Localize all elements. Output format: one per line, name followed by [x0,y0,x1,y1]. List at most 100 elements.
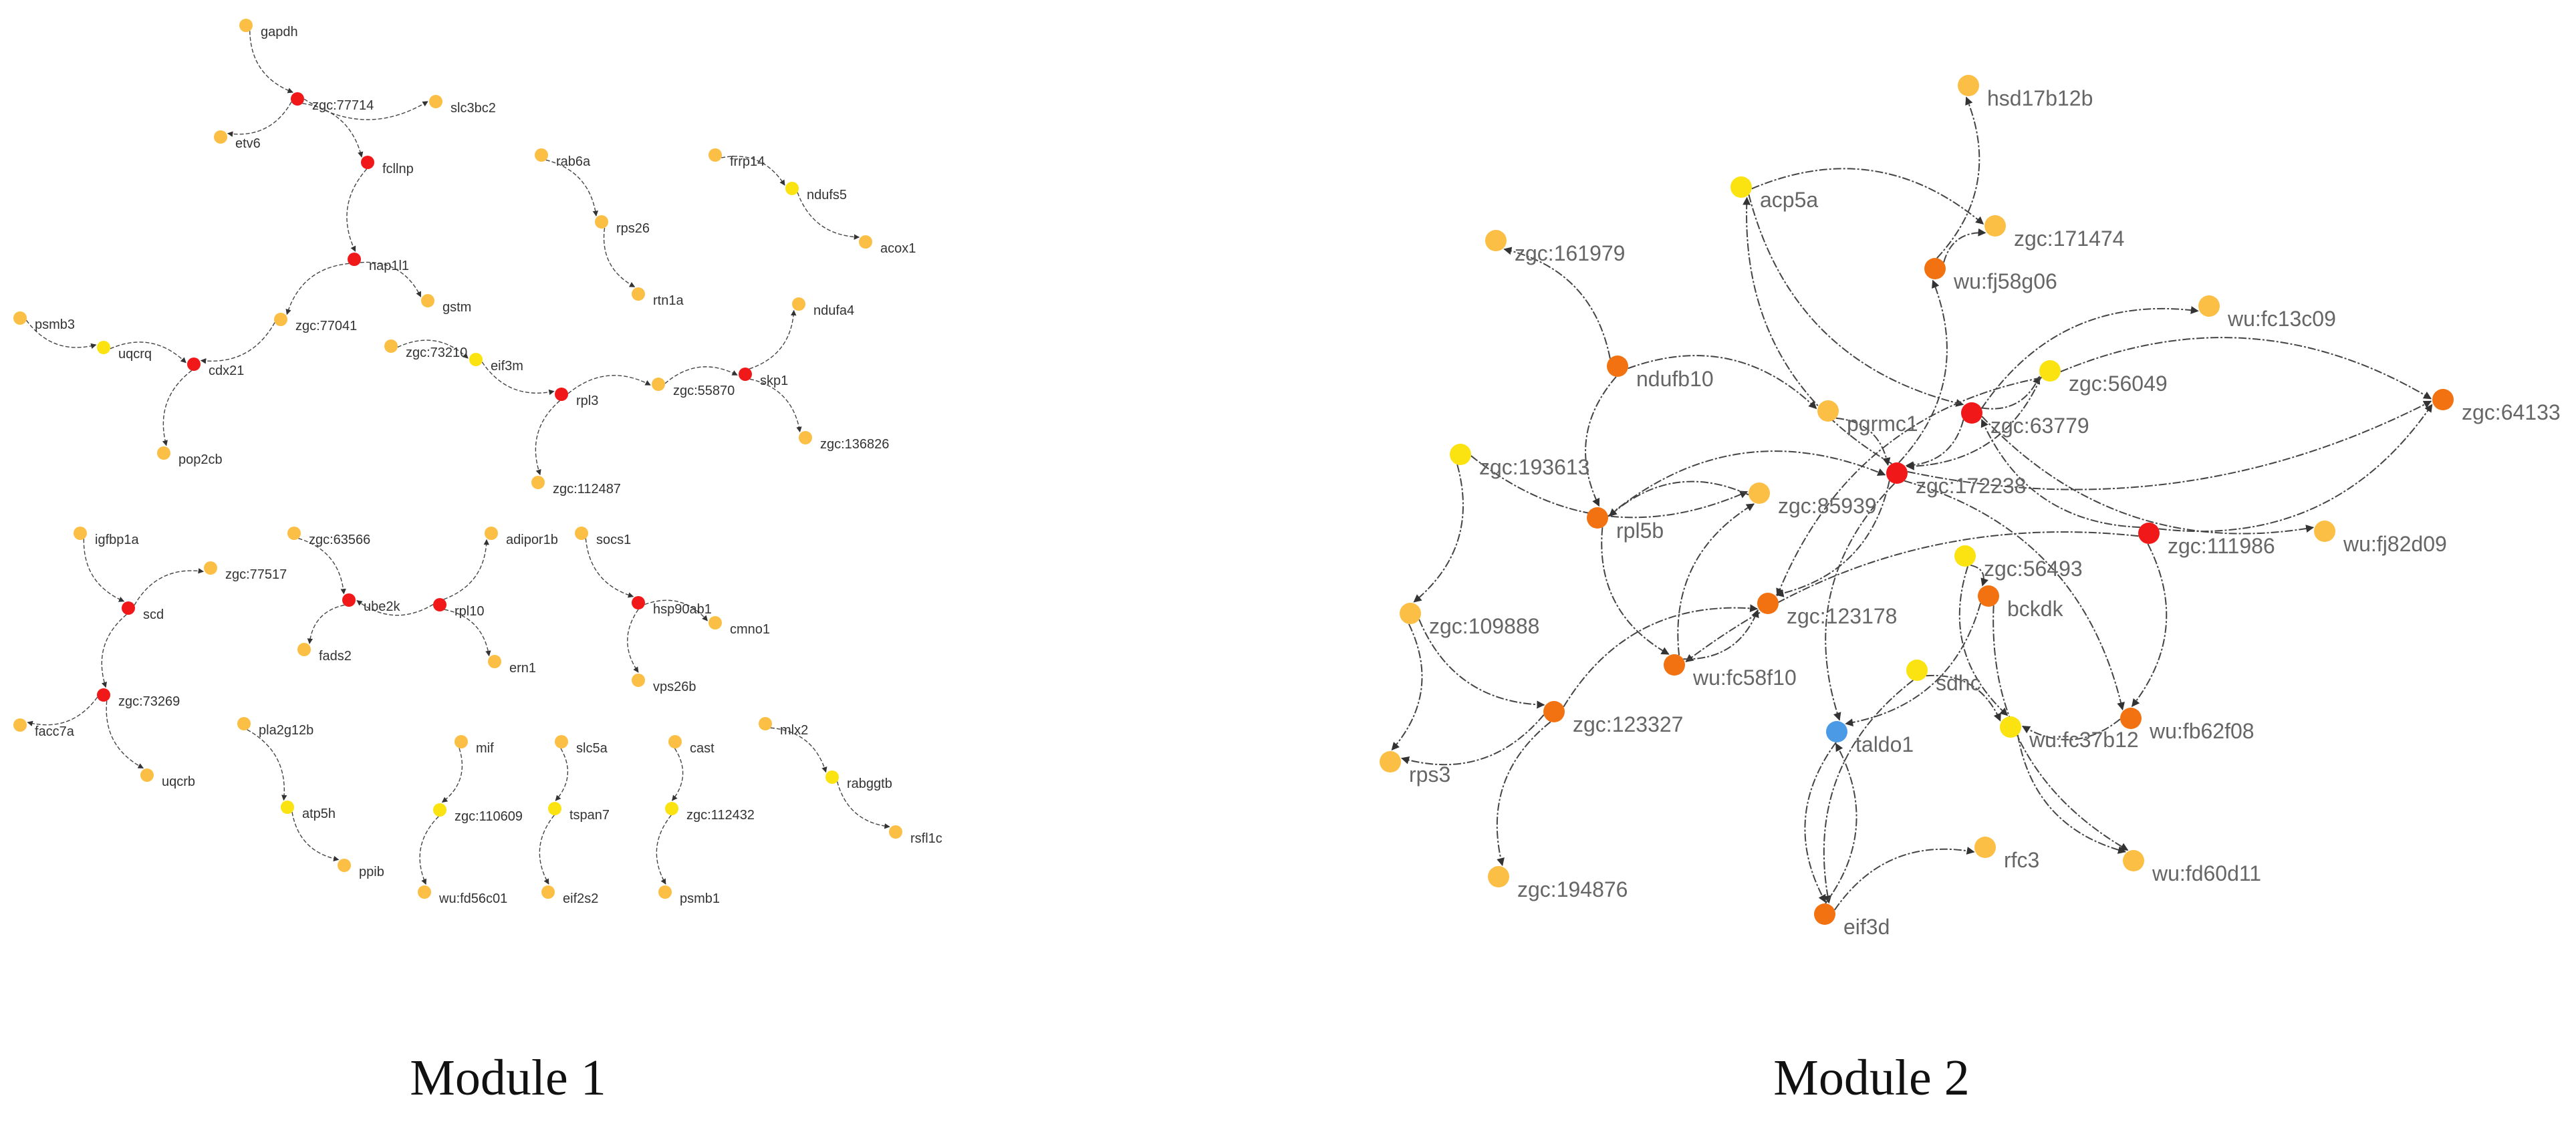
module2-node-pgrmc1[interactable]: pgrmc1 [1817,400,1918,436]
module2-node-zgc123327[interactable]: zgc:123327 [1543,701,1683,736]
module1-node-circle-mif[interactable] [455,735,468,748]
module2-node-circle-wufj58g06[interactable] [1924,258,1946,279]
module1-node-circle-uqcrq[interactable] [97,341,110,354]
module1-node-nap1l1[interactable]: nap1l1 [348,253,409,273]
module2-node-wufc13c09[interactable]: wu:fc13c09 [2198,295,2336,331]
module1-node-circle-psmb1[interactable] [658,885,672,899]
module1-node-circle-hsp90ab1[interactable] [632,596,645,609]
module1-node-rab6a[interactable]: rab6a [535,148,591,169]
module2-node-wufc37b12[interactable]: wu:fc37b12 [2000,716,2139,752]
module1-node-circle-zgc77714[interactable] [291,92,304,106]
module1-node-fads2[interactable]: fads2 [297,643,352,664]
module2-node-circle-zgc172238[interactable] [1886,462,1908,484]
module1-node-zgc55870[interactable]: zgc:55870 [652,378,735,398]
module2-node-rps3[interactable]: rps3 [1380,751,1450,787]
module1-node-zgc73269[interactable]: zgc:73269 [97,688,180,709]
module2-node-wufd60d11[interactable]: wu:fd60d11 [2123,850,2261,885]
module1-node-circle-etv6[interactable] [214,130,227,144]
module2-node-sdhc[interactable]: sdhc [1906,660,1981,695]
module2-node-wufb62f08[interactable]: wu:fb62f08 [2120,708,2255,743]
module1-node-circle-zgc112487[interactable] [531,476,545,489]
module2-node-zgc56049[interactable]: zgc:56049 [2039,360,2168,396]
module1-node-circle-fclmp[interactable] [361,156,374,169]
module2-node-wufc58f10[interactable]: wu:fc58f10 [1664,654,1797,690]
module2-node-hsd17b12b[interactable]: hsd17b12b [1958,75,2093,110]
module1-node-zgc73210[interactable]: zgc:73210 [384,339,467,360]
module1-node-circle-rpl3[interactable] [555,388,568,401]
module2-node-rpl5b[interactable]: rpl5b [1587,507,1664,543]
module1-node-zgc77714[interactable]: zgc:77714 [291,92,374,113]
module2-node-circle-rps3[interactable] [1380,751,1401,772]
module1-node-uqcrq[interactable]: uqcrq [97,341,152,362]
module2-node-zgc63779[interactable]: zgc:63779 [1961,402,2089,438]
module1-node-circle-tspan7[interactable] [548,802,561,815]
module1-node-zgc110609[interactable]: zgc:110609 [433,803,523,824]
module1-node-circle-rabggtb[interactable] [825,770,839,784]
module1-node-circle-uqcrb[interactable] [140,768,154,782]
module1-node-frrp14[interactable]: frrp14 [709,148,765,169]
module2-node-circle-eif3d[interactable] [1814,903,1835,925]
module1-node-rpl3[interactable]: rpl3 [555,388,598,408]
module1-node-zgc136826[interactable]: zgc:136826 [799,431,889,452]
module1-node-vps26b[interactable]: vps26b [632,674,696,694]
module1-node-zgc63566[interactable]: zgc:63566 [287,527,370,547]
module1-node-skp1[interactable]: skp1 [739,368,788,388]
module2-node-circle-sdhc[interactable] [1906,660,1928,681]
module1-node-slc3bc2[interactable]: slc3bc2 [429,95,496,116]
module2-node-circle-zgc193613[interactable] [1450,444,1471,465]
module2-node-circle-wufc37b12[interactable] [2000,716,2021,738]
module2-node-zgc111986[interactable]: zgc:111986 [2138,523,2275,558]
module1-node-circle-vps26b[interactable] [632,674,645,687]
module2-node-zgc171474[interactable]: zgc:171474 [1984,215,2124,251]
module1-node-circle-eif2s2[interactable] [541,885,555,899]
module1-node-circle-skp1[interactable] [739,368,752,381]
module1-node-circle-zgc77517[interactable] [204,561,217,575]
module1-node-circle-igfbp1a[interactable] [74,527,87,540]
module2-node-circle-zgc56493[interactable] [1954,545,1976,567]
module1-node-ern1[interactable]: ern1 [488,655,536,676]
module1-node-mif[interactable]: mif [455,735,494,756]
module1-node-facc7a[interactable]: facc7a [13,718,75,739]
module1-node-scd[interactable]: scd [122,601,164,622]
module1-node-rsfl1c[interactable]: rsfl1c [889,825,942,846]
module1-node-atp5h[interactable]: atp5h [281,801,336,821]
module2-node-zgc85939[interactable]: zgc:85939 [1749,482,1877,518]
module2-node-circle-acp5a[interactable] [1730,176,1752,198]
module1-node-circle-zgc77041[interactable] [274,313,287,326]
module1-node-rabggtb[interactable]: rabggtb [825,770,892,791]
module1-node-circle-ube2k[interactable] [342,593,356,607]
module1-node-psmb3[interactable]: psmb3 [13,311,75,332]
module1-node-circle-zgc73269[interactable] [97,688,110,702]
module2-node-wufj58g06[interactable]: wu:fj58g06 [1924,258,2057,293]
module1-node-cdx21[interactable]: cdx21 [187,358,244,378]
module2-node-circle-pgrmc1[interactable] [1817,400,1839,422]
module1-node-slc5a[interactable]: slc5a [555,735,608,756]
module1-node-etv6[interactable]: etv6 [214,130,261,151]
module1-node-circle-socs1[interactable] [575,527,588,540]
module1-node-circle-gstm[interactable] [421,294,434,307]
module1-node-zgc112432[interactable]: zgc:112432 [665,802,755,823]
module1-node-eif3m[interactable]: eif3m [469,353,523,374]
module1-node-fclmp[interactable]: fcllnp [361,156,414,176]
module1-node-mlx2[interactable]: mlx2 [759,717,808,738]
module2-node-circle-rpl5b[interactable] [1587,507,1608,529]
module2-node-circle-hsd17b12b[interactable] [1958,75,1979,96]
module2-node-circle-bckdk[interactable] [1978,585,1999,607]
module1-node-circle-zgc112432[interactable] [665,802,678,815]
module1-node-hsp90ab1[interactable]: hsp90ab1 [632,596,712,617]
module1-node-circle-facc7a[interactable] [13,718,27,732]
module1-node-circle-atp5h[interactable] [281,801,294,814]
module1-node-zgc77041[interactable]: zgc:77041 [274,313,357,333]
module2-node-circle-zgc85939[interactable] [1749,482,1770,504]
module1-node-circle-psmb3[interactable] [13,311,27,325]
module1-node-circle-rpl10[interactable] [433,598,446,611]
module1-node-ppib[interactable]: ppib [338,859,384,879]
module2-node-circle-zgc123327[interactable] [1543,701,1565,722]
module2-node-circle-zgc64133[interactable] [2432,389,2454,410]
module1-node-circle-zgc73210[interactable] [384,339,398,353]
module2-node-ndufb10[interactable]: ndufb10 [1607,356,1714,391]
module1-node-circle-scd[interactable] [122,601,135,615]
module1-node-circle-adipor1b[interactable] [485,527,498,540]
module1-node-uqcrb[interactable]: uqcrb [140,768,195,789]
module2-node-rfc3[interactable]: rfc3 [1974,837,2039,872]
